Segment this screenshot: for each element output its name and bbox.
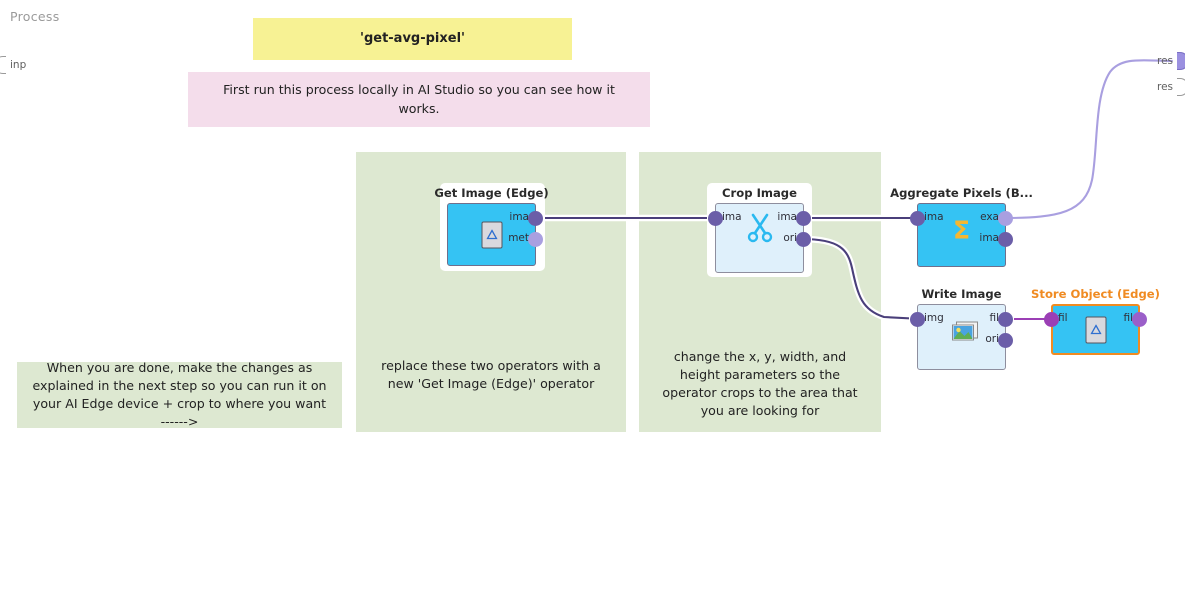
note-title[interactable]: 'get-avg-pixel': [253, 18, 572, 60]
node-title-get-image: Get Image (Edge): [434, 186, 549, 200]
document-triangle-icon: [1085, 316, 1106, 343]
port-fil-out[interactable]: [998, 312, 1013, 327]
process-output-port-2[interactable]: res: [1157, 78, 1185, 96]
port-label-fil-out: fil: [989, 312, 999, 324]
node-crop-image[interactable]: Crop Image ima ima ori: [708, 186, 811, 273]
process-label: Process: [10, 9, 60, 24]
triangle-icon: [1090, 324, 1101, 335]
input-port-label: inp: [10, 59, 27, 71]
node-title-aggregate-pixels: Aggregate Pixels (B...: [890, 186, 1033, 200]
node-write-image[interactable]: Write Image img fil ori: [910, 287, 1013, 370]
port-ima-out[interactable]: [998, 232, 1013, 247]
port-ima-out[interactable]: [528, 211, 543, 226]
port-fil-in[interactable]: [1044, 312, 1059, 327]
port-fil-out[interactable]: [1132, 312, 1147, 327]
port-exa-out[interactable]: [998, 211, 1013, 226]
port-met-out[interactable]: [528, 232, 543, 247]
port-ori-out[interactable]: [796, 232, 811, 247]
output-port-2-socket-icon: [1177, 78, 1185, 96]
process-input-port[interactable]: inp: [0, 56, 26, 74]
note-replace-operators[interactable]: replace these two operators with a new '…: [381, 357, 601, 391]
note-intro[interactable]: First run this process locally in AI Stu…: [188, 72, 650, 127]
port-label-fil-in: fil: [1058, 312, 1068, 324]
port-label-ori-out: ori: [985, 333, 999, 345]
note-when-done[interactable]: When you are done, make the changes as e…: [17, 360, 342, 429]
scissors-icon: [746, 213, 774, 243]
node-aggregate-pixels[interactable]: Aggregate Pixels (B... Σ ima exa ima: [890, 186, 1033, 267]
port-label-ima-out: ima: [509, 211, 529, 223]
node-body-aggregate-pixels[interactable]: [917, 203, 1006, 267]
port-label-met-out: met: [508, 232, 529, 244]
port-label-ori-out: ori: [783, 232, 797, 244]
port-img-in[interactable]: [910, 312, 925, 327]
triangle-icon: [486, 229, 497, 240]
note-crop-params[interactable]: change the x, y, width, and height param…: [662, 348, 858, 419]
input-port-socket-icon: [0, 56, 6, 74]
port-ori-out[interactable]: [998, 333, 1013, 348]
port-label-img-in: img: [924, 312, 944, 324]
port-label-exa-out: exa: [980, 211, 999, 223]
sigma-icon: Σ: [952, 215, 971, 245]
node-title-write-image: Write Image: [921, 287, 1002, 301]
port-label-ima-in: ima: [924, 211, 944, 223]
node-get-image-edge[interactable]: Get Image (Edge) ima met: [434, 186, 549, 266]
port-ima-in[interactable]: [910, 211, 925, 226]
port-label-ima-in: ima: [722, 211, 742, 223]
port-ima-in[interactable]: [708, 211, 723, 226]
port-label-ima-out: ima: [979, 232, 999, 244]
port-ima-out[interactable]: [796, 211, 811, 226]
output-port-1-socket-icon: [1177, 52, 1185, 70]
port-label-ima-out: ima: [777, 211, 797, 223]
document-triangle-icon: [481, 221, 502, 248]
node-body-write-image[interactable]: [917, 304, 1006, 370]
node-title-crop-image: Crop Image: [722, 186, 797, 200]
output-port-1-label: res: [1157, 55, 1174, 67]
node-store-object-edge[interactable]: Store Object (Edge) fil fil: [1031, 287, 1160, 355]
process-output-port-1[interactable]: res: [1157, 52, 1185, 70]
output-port-2-label: res: [1157, 81, 1174, 93]
port-label-fil-out: fil: [1123, 312, 1133, 324]
node-title-store-object: Store Object (Edge): [1031, 287, 1160, 301]
picture-icon: [952, 319, 979, 341]
